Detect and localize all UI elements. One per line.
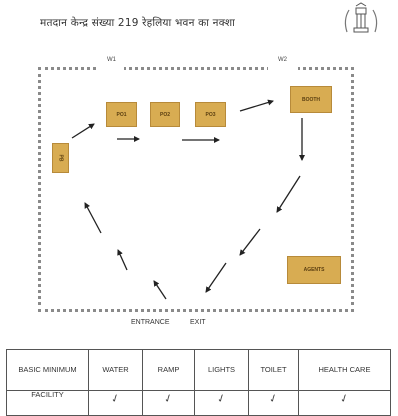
header-water: WATER [88,349,143,391]
station-booth: BOOTH [290,86,332,113]
header-health-care: HEALTH CARE [298,349,391,391]
header-ramp: RAMP [142,349,195,391]
facility-header-row: BASIC MINIMUM WATER RAMP LIGHTS TOILET H… [6,349,391,391]
page-title: मतदान केन्द्र संख्या 219 रेहलिया भवन का … [40,17,236,29]
station-po1: PO1 [106,102,137,127]
health-care-check-icon: ✓ [338,391,351,407]
row-label-facility: FACILITY [6,390,89,416]
ramp-check-icon: ✓ [162,391,175,407]
station-po3-label: PO3 [205,111,216,118]
health-care-status-cell: ✓ [298,390,391,416]
header-toilet: TOILET [248,349,299,391]
facility-row: FACILITY ✓ ✓ ✓ ✓ ✓ [6,390,391,416]
national-emblem-icon [344,2,378,33]
lights-check-icon: ✓ [215,391,228,407]
window-opening-1 [98,64,124,70]
facility-table: BASIC MINIMUM WATER RAMP LIGHTS TOILET H… [6,349,391,416]
station-po2: PO2 [150,102,180,127]
entrance-label: ENTRANCE [131,319,170,326]
water-check-icon: ✓ [109,391,122,407]
exit-label: EXIT [190,319,206,326]
station-left: PB [52,143,69,173]
station-booth-label: BOOTH [301,96,321,103]
toilet-check-icon: ✓ [267,391,280,407]
window-opening-2 [268,64,298,70]
station-agents-label: AGENTS [303,267,325,273]
water-status-cell: ✓ [88,390,143,416]
lights-status-cell: ✓ [194,390,249,416]
hall-boundary [38,67,354,312]
window-label-w1: W1 [107,57,116,63]
header-basic-minimum: BASIC MINIMUM [6,349,89,391]
station-left-label: PB [57,154,64,162]
toilet-status-cell: ✓ [248,390,299,416]
station-po1-label: PO1 [116,111,127,118]
ramp-status-cell: ✓ [142,390,195,416]
station-po2-label: PO2 [159,111,170,118]
header-lights: LIGHTS [194,349,249,391]
window-label-w2: W2 [278,57,287,63]
station-po3: PO3 [195,102,226,127]
station-agents: AGENTS [287,256,341,284]
